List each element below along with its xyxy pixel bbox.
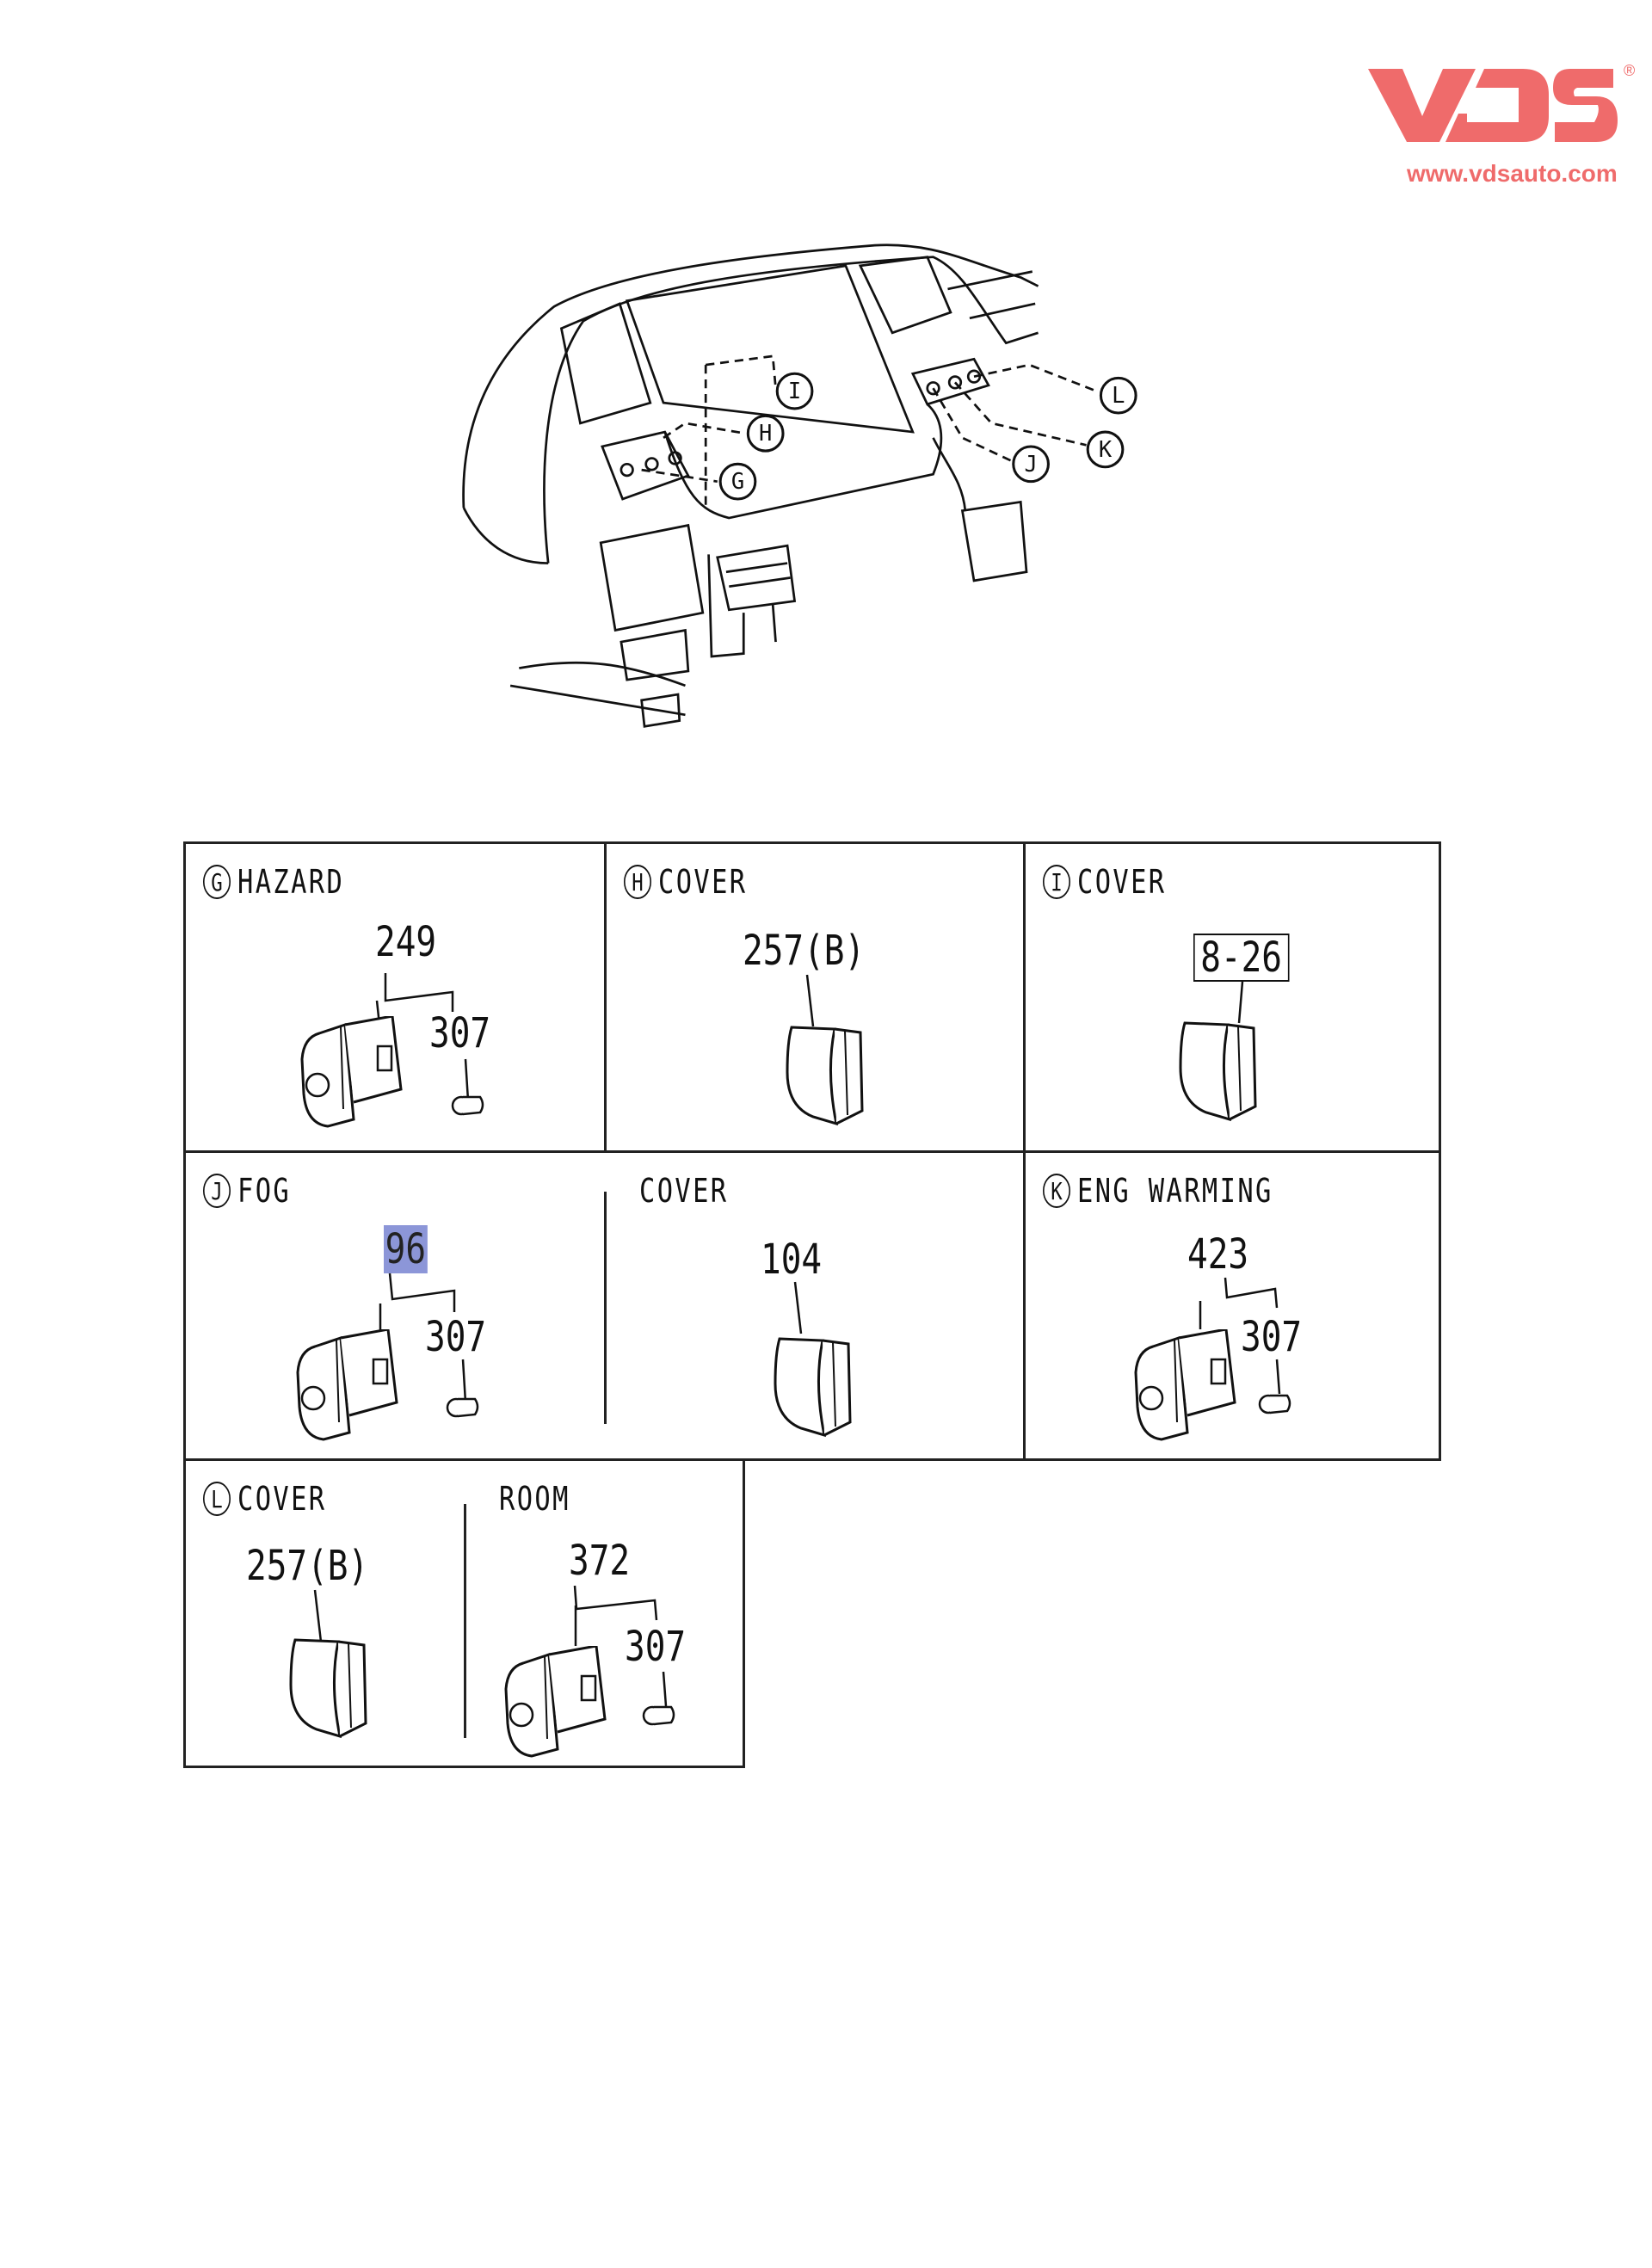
website-url[interactable]: www.vdsauto.com bbox=[1407, 160, 1618, 187]
cover-part-number[interactable]: 104 bbox=[761, 1236, 823, 1284]
room-part-number[interactable]: 372 bbox=[569, 1537, 631, 1585]
leader-lines bbox=[379, 1273, 467, 1403]
bulb-drawing bbox=[642, 1704, 676, 1726]
room-bulb-part-number[interactable]: 307 bbox=[625, 1623, 687, 1671]
callout-k: K bbox=[1099, 436, 1113, 462]
letter-badge: J bbox=[203, 1174, 231, 1208]
title-text: COVER bbox=[1077, 863, 1167, 901]
callout-l: L bbox=[1112, 382, 1125, 408]
reference-box[interactable]: 8-26 bbox=[1193, 934, 1290, 982]
room-title: ROOM bbox=[499, 1480, 570, 1518]
letter-badge: G bbox=[203, 865, 231, 899]
vds-logo: ® www.vdsauto.com bbox=[1364, 60, 1639, 189]
leader-lines bbox=[805, 974, 815, 1027]
room-switch-drawing bbox=[497, 1646, 626, 1758]
part-number[interactable]: 257(B) bbox=[246, 1542, 369, 1590]
title-text: ENG WARMING bbox=[1077, 1172, 1273, 1210]
letter-badge: L bbox=[203, 1482, 231, 1516]
bulb-drawing bbox=[451, 1094, 485, 1116]
bulb-part-number[interactable]: 307 bbox=[1241, 1313, 1303, 1361]
title-text: FOG bbox=[237, 1172, 292, 1210]
leader-lines bbox=[1199, 1277, 1281, 1395]
title-text: HAZARD bbox=[237, 863, 345, 901]
cover-drawing bbox=[783, 1020, 869, 1128]
vds-logo-mark bbox=[1368, 69, 1618, 142]
callout-h: H bbox=[759, 420, 772, 446]
cover-drawing bbox=[1176, 1016, 1262, 1124]
letter-badge: H bbox=[624, 865, 651, 899]
leader-lines bbox=[1237, 981, 1244, 1024]
eng-warming-switch-drawing bbox=[1127, 1329, 1256, 1441]
cover-leader bbox=[793, 1281, 803, 1334]
divider bbox=[604, 1192, 607, 1424]
letter-badge: K bbox=[1043, 1174, 1070, 1208]
divider bbox=[464, 1504, 466, 1738]
part-number[interactable]: 423 bbox=[1187, 1230, 1249, 1279]
part-number-highlighted[interactable]: 96 bbox=[384, 1225, 428, 1273]
hazard-switch-drawing bbox=[293, 1016, 422, 1128]
bulb-drawing bbox=[1258, 1392, 1292, 1414]
leader-lines bbox=[313, 1585, 668, 1707]
callout-i: I bbox=[788, 378, 801, 404]
bulb-part-number[interactable]: 307 bbox=[425, 1313, 487, 1361]
callout-j: J bbox=[1024, 451, 1037, 477]
cover-drawing bbox=[771, 1332, 857, 1439]
letter-badge: I bbox=[1043, 865, 1070, 899]
title-text: COVER bbox=[658, 863, 748, 901]
bulb-part-number[interactable]: 307 bbox=[429, 1009, 491, 1057]
part-number[interactable]: 249 bbox=[375, 918, 437, 966]
registered-mark: ® bbox=[1624, 62, 1636, 79]
part-number[interactable]: 257(B) bbox=[743, 927, 866, 975]
title-text: COVER bbox=[237, 1480, 327, 1518]
cover-drawing bbox=[287, 1633, 373, 1741]
cover-title: COVER bbox=[639, 1172, 729, 1210]
callout-g: G bbox=[731, 468, 744, 494]
